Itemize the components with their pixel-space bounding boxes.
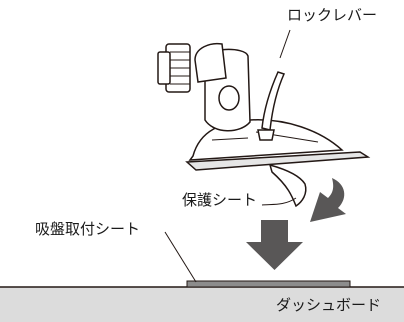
adjust-knob [157,43,191,93]
protective-sheet-leader [261,197,297,206]
lock-lever-label: ロックレバー [287,6,378,24]
suction-sheet-leader [164,231,197,283]
protective-film [268,163,307,208]
mount-body [194,42,251,132]
suction-mount-sheet [186,280,351,288]
down-arrow-icon [246,220,303,270]
lock-lever [257,71,286,141]
leader-lines [164,29,297,283]
peel-arrow-icon [310,178,346,222]
lock-lever-leader [279,29,291,59]
dashboard-label: ダッシュボード [276,296,382,314]
protective-sheet-label: 保護シート [182,191,258,209]
dashboard-surface [0,287,404,322]
suction-sheet-label: 吸盤取付シート [35,220,141,238]
